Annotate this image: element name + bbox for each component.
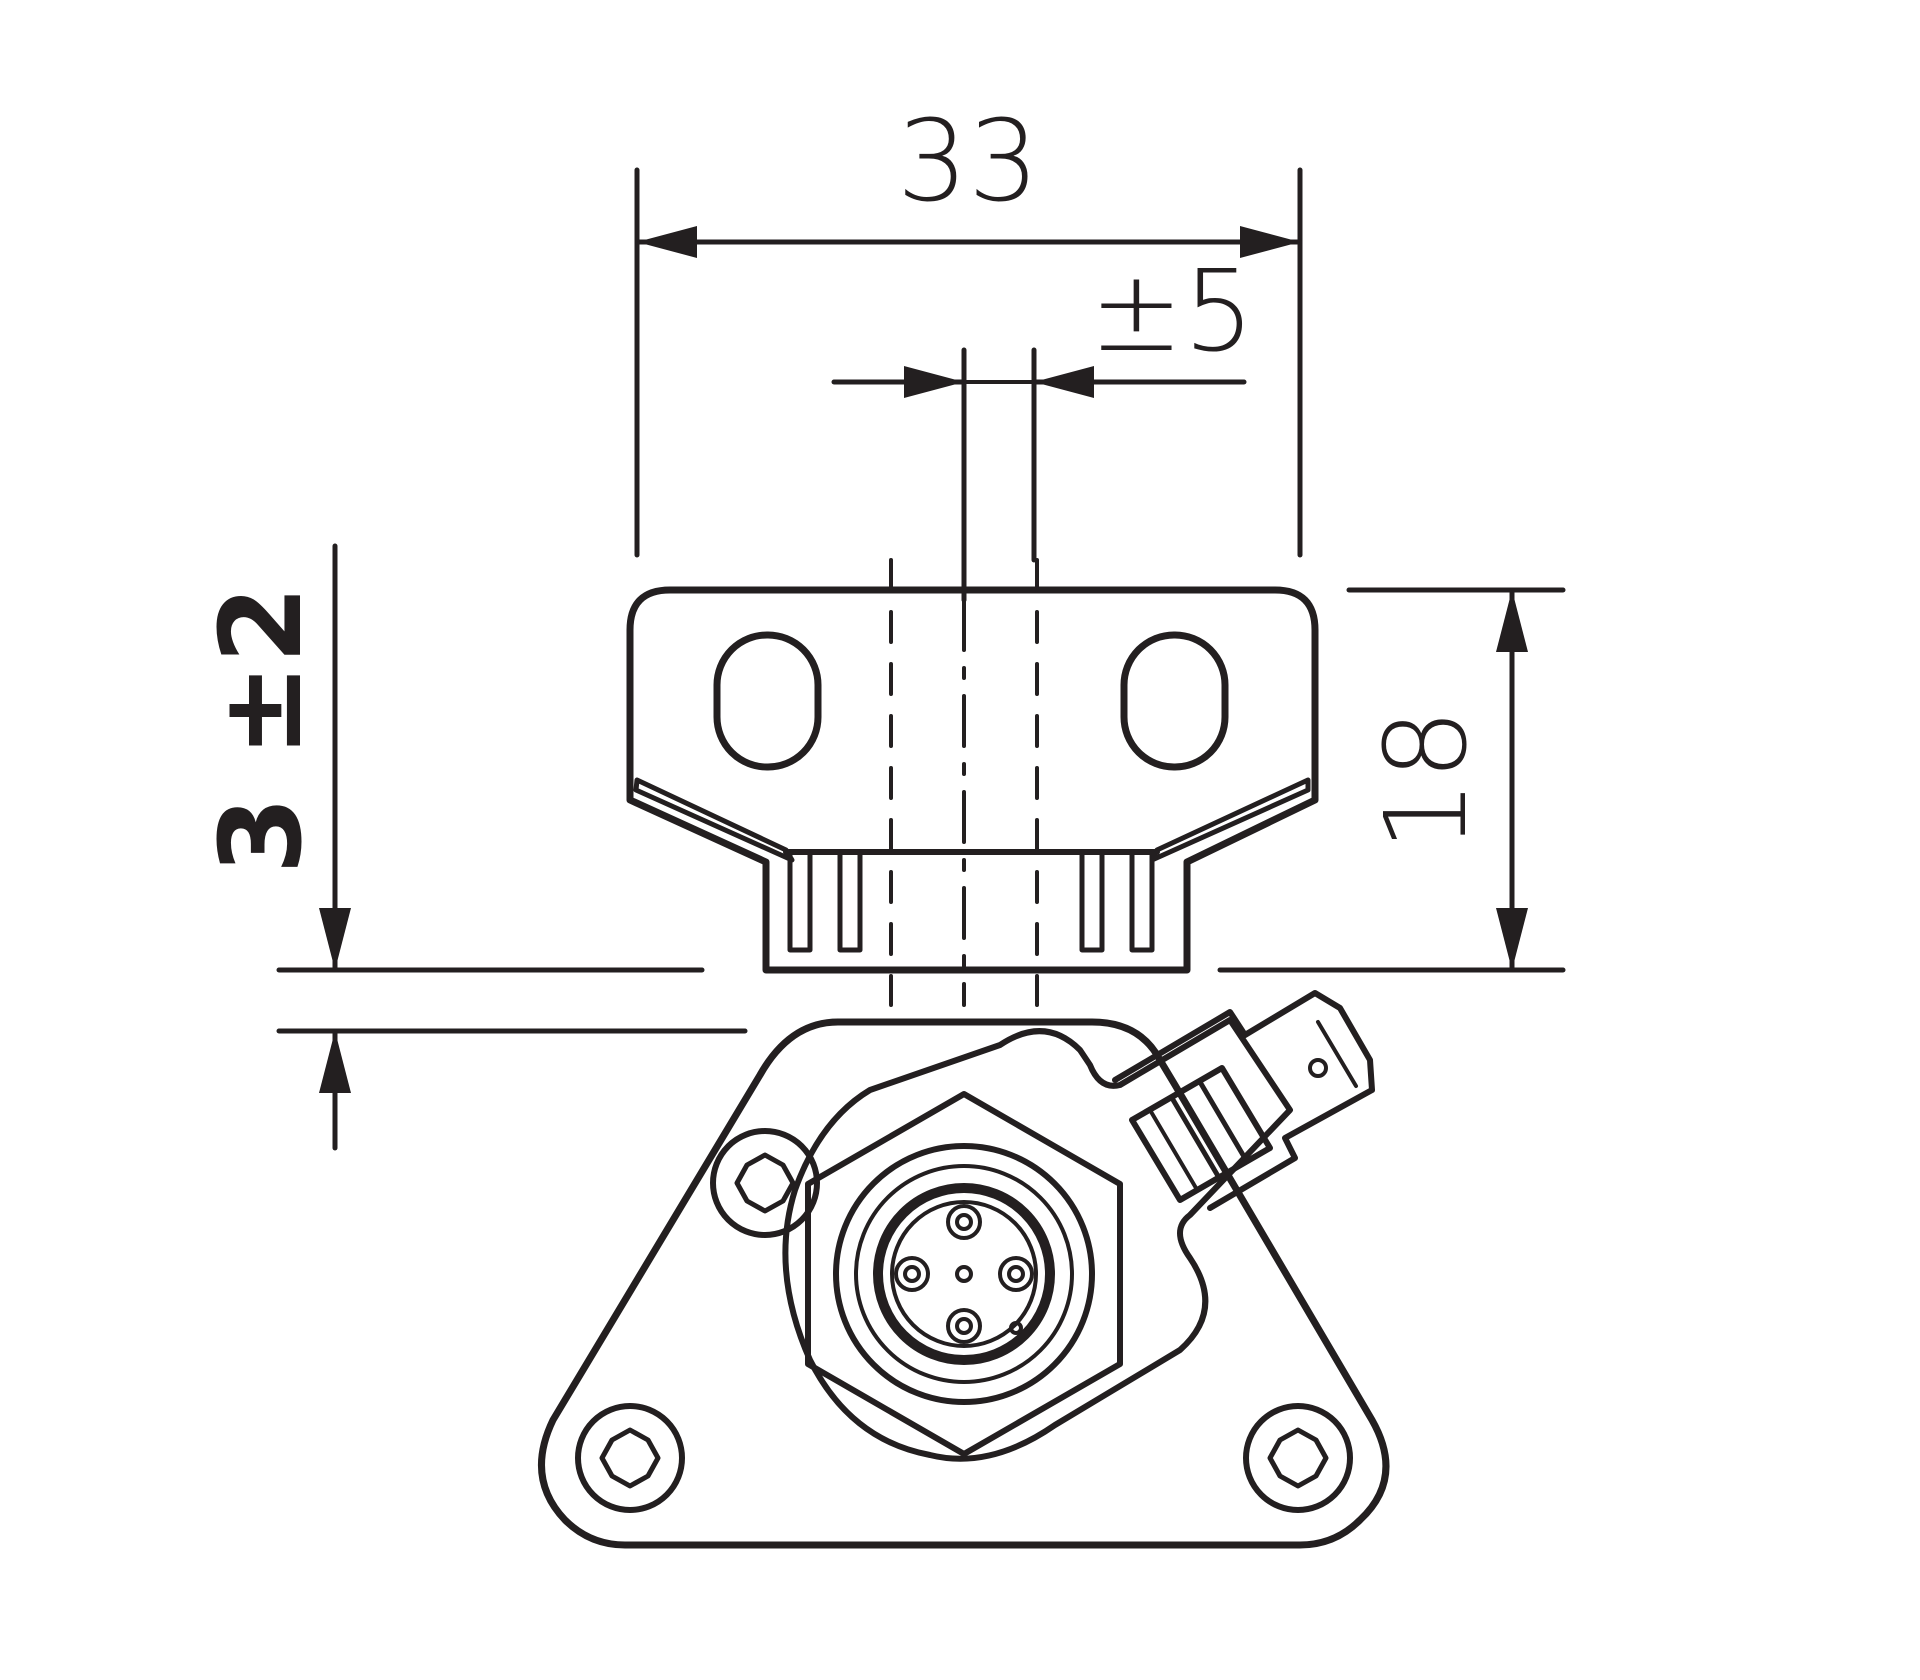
adjustment-element xyxy=(1112,990,1375,1211)
magnet-outline xyxy=(626,586,1319,974)
hex-nut xyxy=(805,1091,1123,1457)
arrowhead-right xyxy=(1240,226,1300,258)
clamp-divider-2 xyxy=(1197,1079,1249,1163)
groove-right-2 xyxy=(1129,849,1155,953)
screw-head-right xyxy=(1243,1403,1353,1513)
pin-centre xyxy=(955,1265,973,1283)
groove-right-1 xyxy=(1079,849,1105,953)
sensor-outline xyxy=(538,1018,1390,1549)
clamp-divider-3 xyxy=(1148,1108,1198,1190)
dimension-height: 18 xyxy=(1217,587,1566,973)
adjustment-bracket xyxy=(1112,990,1375,1211)
torx-top-icon xyxy=(734,1152,796,1214)
pin-top-core xyxy=(955,1213,973,1231)
sensor-inner-contour xyxy=(782,1017,1293,1462)
adjustment-hole xyxy=(1308,1058,1328,1078)
height-value-label: 18 xyxy=(1362,709,1492,852)
arrowhead-left xyxy=(637,226,697,258)
width-value-label: 33 xyxy=(897,97,1040,227)
connector-pins xyxy=(894,1204,1034,1344)
magnet-lip-left xyxy=(633,777,795,863)
pin-bottom-core xyxy=(955,1317,973,1335)
pin-top xyxy=(946,1204,982,1240)
connector-ring-outer xyxy=(833,1143,1095,1405)
pin-right xyxy=(998,1256,1034,1292)
connector-ring-inner xyxy=(873,1183,1055,1365)
sensor-body xyxy=(538,990,1390,1549)
groove-left-2 xyxy=(837,849,863,953)
pin-right-core xyxy=(1007,1265,1025,1283)
screw-head-left xyxy=(575,1403,685,1513)
groove-left-1 xyxy=(787,849,813,953)
mounting-screw-top xyxy=(710,1128,820,1238)
connector-face xyxy=(890,1200,1038,1348)
coding-key xyxy=(1009,1321,1023,1335)
dimension-width: 33 xyxy=(634,97,1303,558)
mounting-slot-left xyxy=(713,631,822,771)
magnet-actuator xyxy=(626,558,1319,1007)
dimension-offset: ±5 xyxy=(831,247,1255,603)
pin-left-core xyxy=(903,1265,921,1283)
gap-arrowhead-top xyxy=(319,908,351,970)
screw-head-top xyxy=(710,1128,820,1238)
offset-arrowhead-left xyxy=(904,366,964,398)
adjustment-clamp xyxy=(1129,1065,1273,1203)
offset-value-label: ±5 xyxy=(1089,247,1254,377)
torx-right-icon xyxy=(1267,1427,1329,1489)
gap-value-label: 3 ±2 xyxy=(197,586,327,875)
mounting-screw-left xyxy=(575,1403,685,1513)
pin-left xyxy=(894,1256,930,1292)
mounting-screw-right xyxy=(1243,1403,1353,1513)
clamp-divider-1 xyxy=(1169,1095,1221,1179)
bracket-edge-line xyxy=(1316,1020,1358,1088)
magnet-lip-right xyxy=(1149,777,1311,863)
pin-bottom xyxy=(946,1308,982,1344)
mounting-slot-right xyxy=(1120,631,1229,771)
connector-ring-middle xyxy=(854,1164,1074,1384)
offset-arrowhead-right xyxy=(1034,366,1094,398)
gap-arrowhead-bottom xyxy=(319,1031,351,1093)
height-arrowhead-bottom xyxy=(1496,908,1528,970)
torx-left-icon xyxy=(599,1427,661,1489)
dimension-gap: 3 ±2 xyxy=(197,543,748,1151)
height-arrowhead-top xyxy=(1496,590,1528,652)
